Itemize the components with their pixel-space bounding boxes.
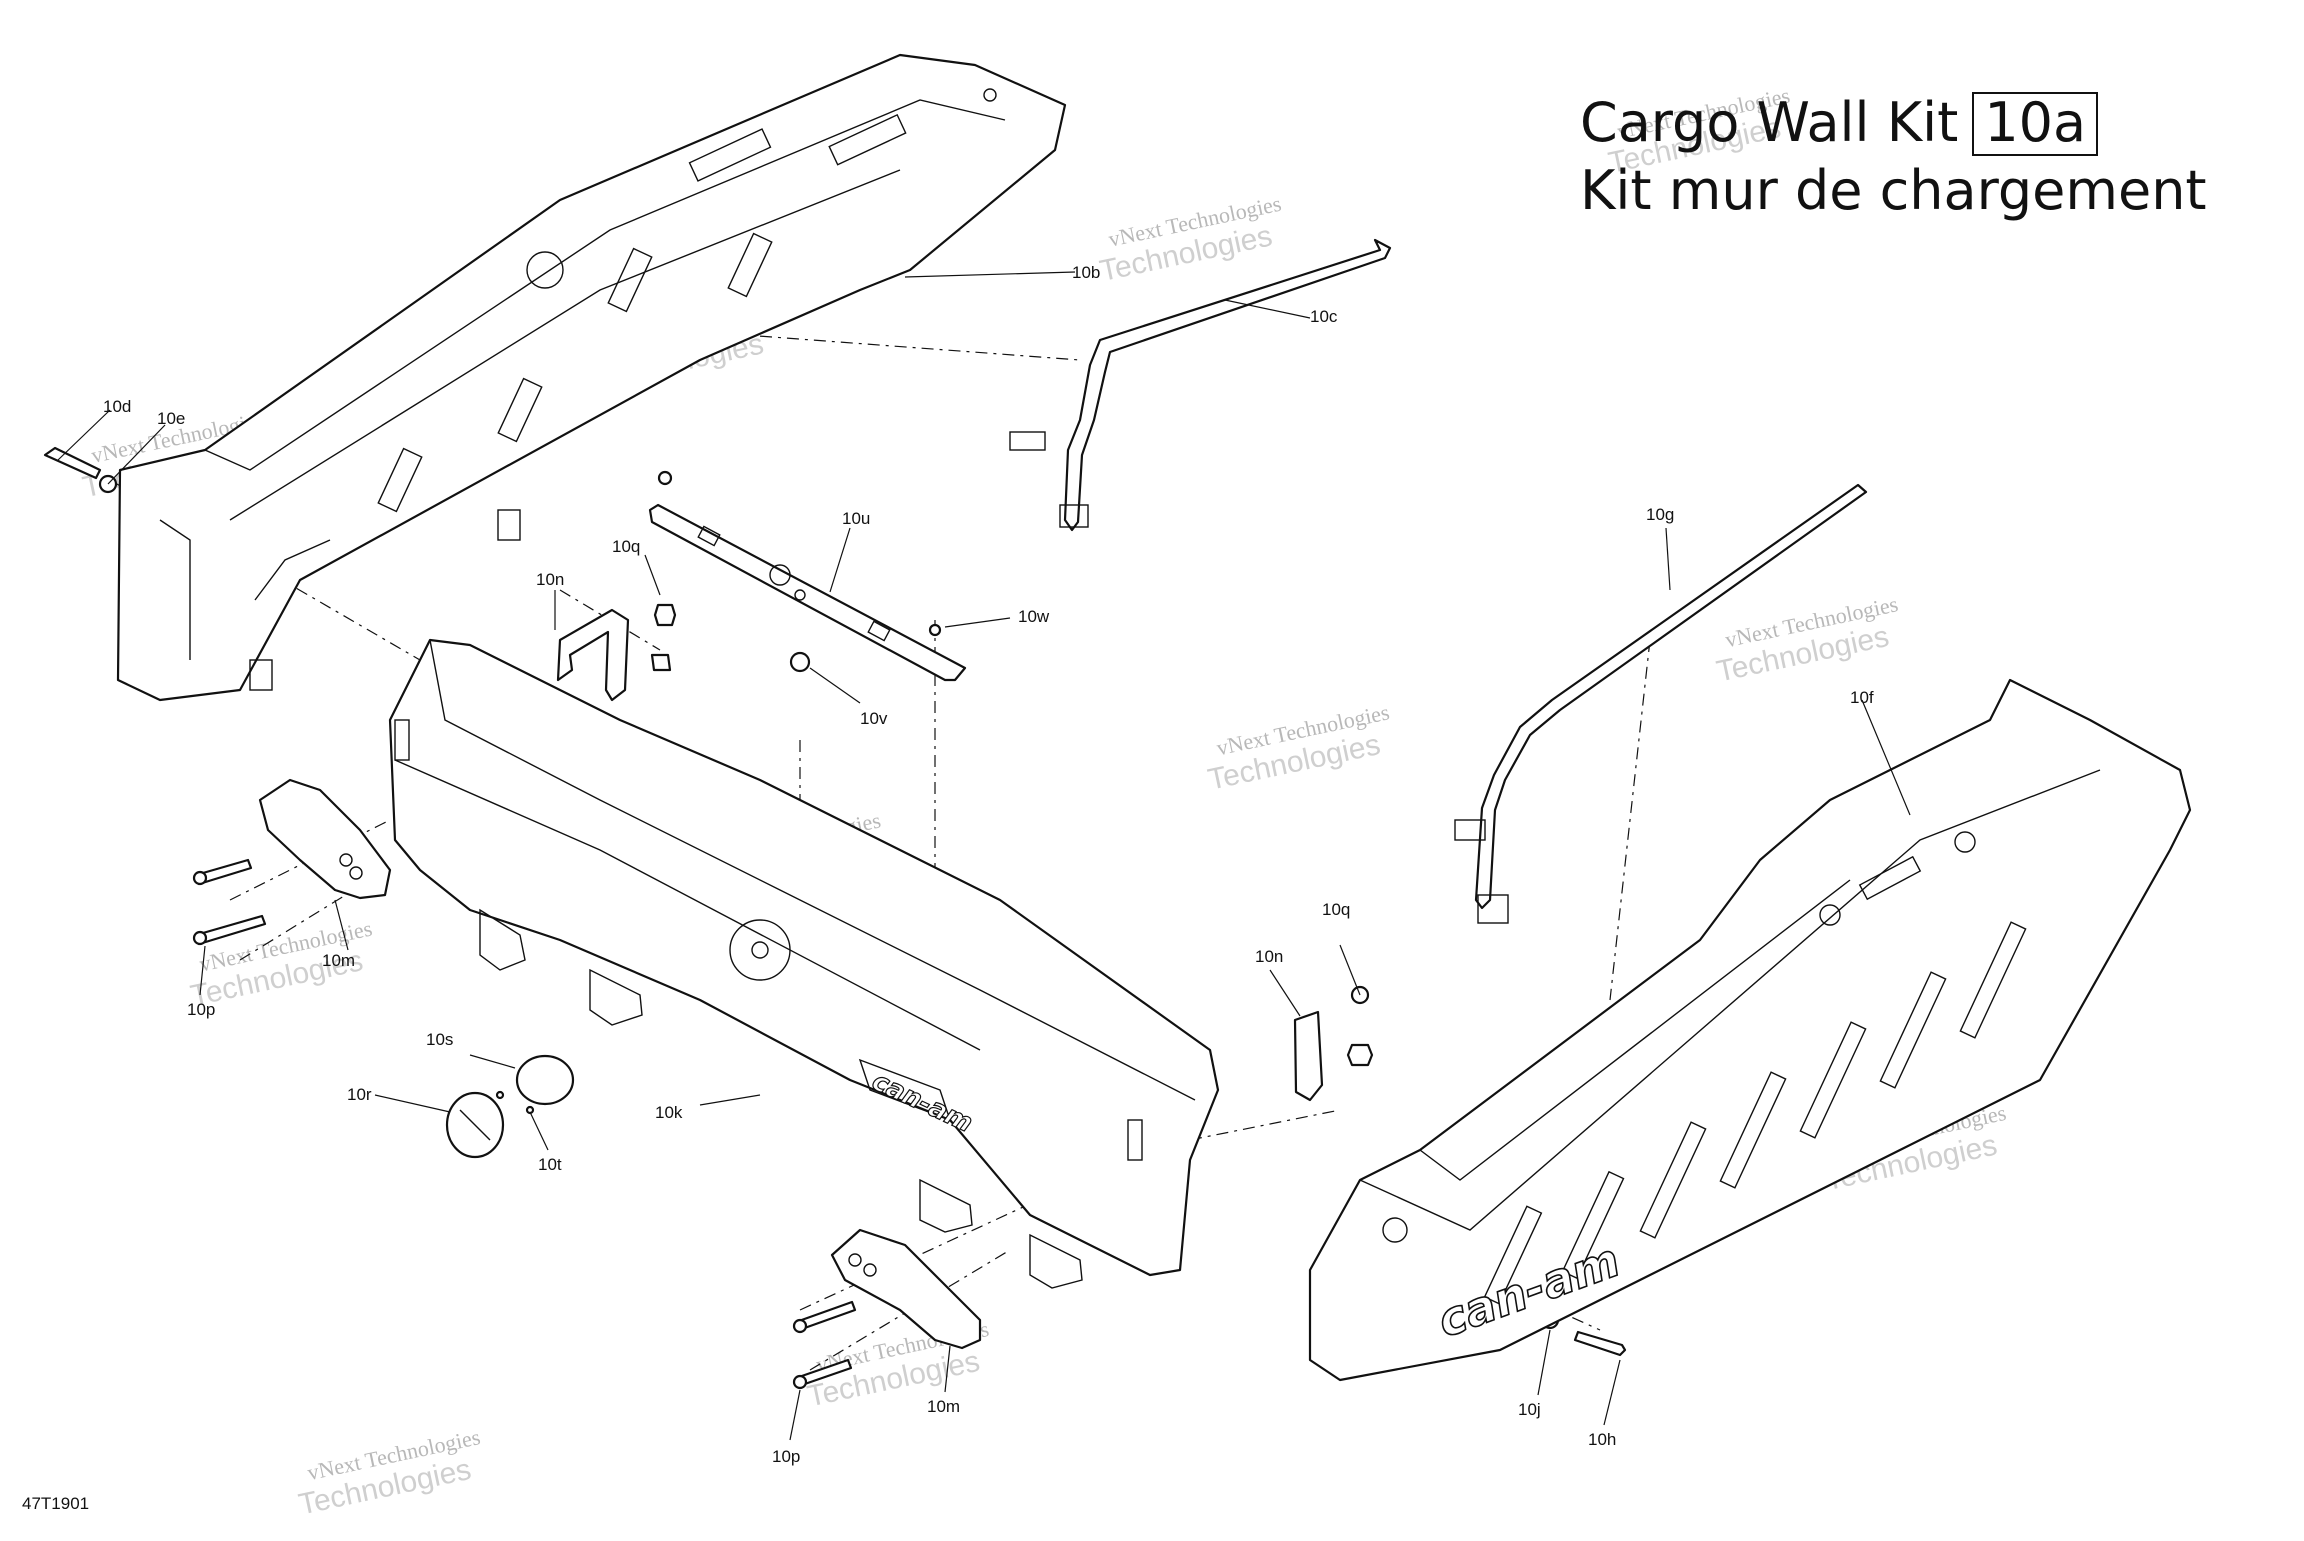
callout-10e: 10e <box>157 409 185 428</box>
callout-10u: 10u <box>842 509 870 528</box>
figure-code: 47T1901 <box>22 1494 90 1513</box>
cargo-wall-left-panel <box>116 53 1067 702</box>
callout-10g: 10g <box>1646 505 1674 524</box>
cargo-wall-right-panel: can-am <box>1308 678 2192 1382</box>
callout-10b: 10b <box>1072 263 1100 282</box>
cap-assembly <box>445 1054 575 1159</box>
cargo-wall-center-panel: can-am <box>388 638 1220 1289</box>
callout-10j: 10j <box>1518 1400 1541 1419</box>
callout-10q-right: 10q <box>1322 900 1350 919</box>
callout-10p-bottom: 10p <box>772 1447 800 1466</box>
callout-10c: 10c <box>1310 307 1338 326</box>
hinge-m-bottom <box>830 1228 982 1350</box>
callout-10f: 10f <box>1850 688 1874 707</box>
callout-10h: 10h <box>1588 1430 1616 1449</box>
cargo-wall-rod-upper <box>1009 238 1392 532</box>
callout-10p-left: 10p <box>187 1000 215 1019</box>
callout-10n-right: 10n <box>1255 947 1283 966</box>
callout-labels: 10b 10c 10d 10e 10u 10q 10n 10w 10v 10g … <box>103 263 1874 1466</box>
callout-10m-bottom: 10m <box>927 1397 960 1416</box>
callout-10d: 10d <box>103 397 131 416</box>
callout-10k: 10k <box>655 1103 683 1122</box>
callout-10n-left: 10n <box>536 570 564 589</box>
bolts-p-left <box>192 858 267 946</box>
watermark-layer: vNext Technologies Technologies vNext Te… <box>80 83 2009 1522</box>
callout-10r: 10r <box>347 1085 372 1104</box>
bracket-strip <box>648 503 967 682</box>
hinge-m-left <box>258 778 392 900</box>
callout-10t: 10t <box>538 1155 562 1174</box>
bracket-n-left <box>556 608 630 702</box>
leader-lines <box>57 271 1911 1441</box>
diagram-title-fr: Kit mur de chargement <box>1580 159 2207 222</box>
callout-10m-left: 10m <box>322 951 355 970</box>
bolts-p-bottom <box>792 1300 857 1390</box>
callout-10w: 10w <box>1018 607 1050 626</box>
bracket-n-right <box>1293 1010 1324 1102</box>
kit-id-box: 10a <box>1972 92 2099 156</box>
cargo-wall-rod-right <box>1454 483 1868 924</box>
callout-10v: 10v <box>860 709 888 728</box>
callout-10q-top: 10q <box>612 537 640 556</box>
callout-10s: 10s <box>426 1030 453 1049</box>
title-line1: Cargo Wall Kit <box>1580 91 1959 154</box>
